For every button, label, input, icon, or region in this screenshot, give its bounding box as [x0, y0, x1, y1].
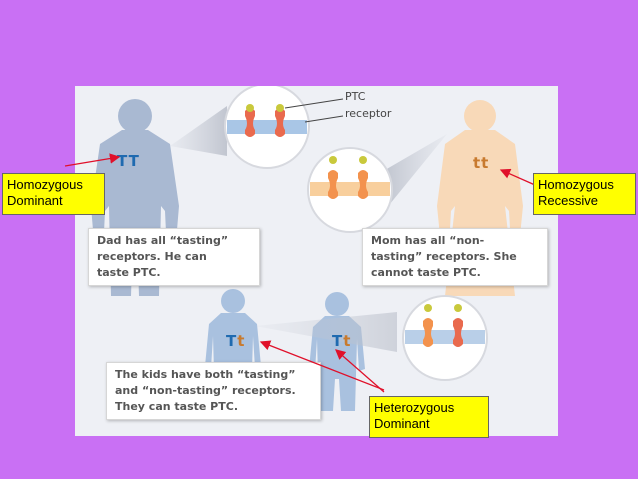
mom-zoom-beam — [385, 134, 447, 210]
kid1-dominant-allele: T — [226, 332, 238, 350]
kid2-genotype: Tt — [332, 332, 351, 350]
homozygous-dominant-label: Homozygous Dominant — [2, 173, 105, 215]
ptc-leader-line — [284, 98, 344, 109]
label-line: Homozygous — [7, 177, 83, 192]
kid2-dominant-allele: T — [332, 332, 344, 350]
label-line: Recessive — [538, 193, 598, 208]
label-line: Heterozygous — [374, 400, 455, 415]
kids-receptor-zoom — [402, 295, 488, 381]
mom-genotype: tt — [473, 154, 490, 172]
mom-caption-line: Mom has all “non- — [371, 234, 485, 247]
diagram-panel: PTC receptor TT tt Tt Tt Dad has all “ta… — [75, 86, 558, 436]
label-line: Dominant — [7, 193, 63, 208]
heterozygous-dominant-label: Heterozygous Dominant — [369, 396, 489, 438]
label-line: Homozygous — [538, 177, 614, 192]
dad-caption-line: Dad has all “tasting” — [97, 234, 229, 247]
heterozygous-kid1-arrow — [259, 340, 385, 391]
mom-receptor-zoom — [307, 147, 393, 233]
kid1-recessive-allele: t — [237, 332, 246, 350]
heterozygous-kid2-arrow — [335, 349, 385, 393]
kids-caption: The kids have both “tasting” and “non-ta… — [106, 362, 321, 420]
homozygous-recessive-label: Homozygous Recessive — [533, 173, 636, 215]
dad-caption: Dad has all “tasting” receptors. He can … — [88, 228, 260, 286]
dad-caption-line: taste PTC. — [97, 266, 161, 279]
kids-caption-line: The kids have both “tasting” — [115, 368, 296, 381]
receptor-callout: receptor — [345, 107, 392, 120]
mom-caption: Mom has all “non- tasting” receptors. Sh… — [362, 228, 548, 286]
dad-genotype: TT — [117, 152, 140, 170]
mom-caption-line: tasting” receptors. She — [371, 250, 517, 263]
homozygous-recessive-arrow — [499, 168, 536, 186]
label-line: Dominant — [374, 416, 430, 431]
kids-zoom-beam — [255, 312, 397, 352]
dad-caption-line: receptors. He can — [97, 250, 207, 263]
kid2-recessive-allele: t — [343, 332, 352, 350]
dad-receptor-zoom — [224, 86, 310, 169]
kid1-genotype: Tt — [226, 332, 245, 350]
kids-caption-line: and “non-tasting” receptors. — [115, 384, 296, 397]
ptc-callout: PTC — [345, 90, 366, 103]
mom-caption-line: cannot taste PTC. — [371, 266, 481, 279]
kids-caption-line: They can taste PTC. — [115, 400, 238, 413]
homozygous-dominant-arrow — [64, 153, 121, 167]
receptor-leader-line — [304, 115, 344, 123]
dad-zoom-beam — [170, 106, 227, 156]
